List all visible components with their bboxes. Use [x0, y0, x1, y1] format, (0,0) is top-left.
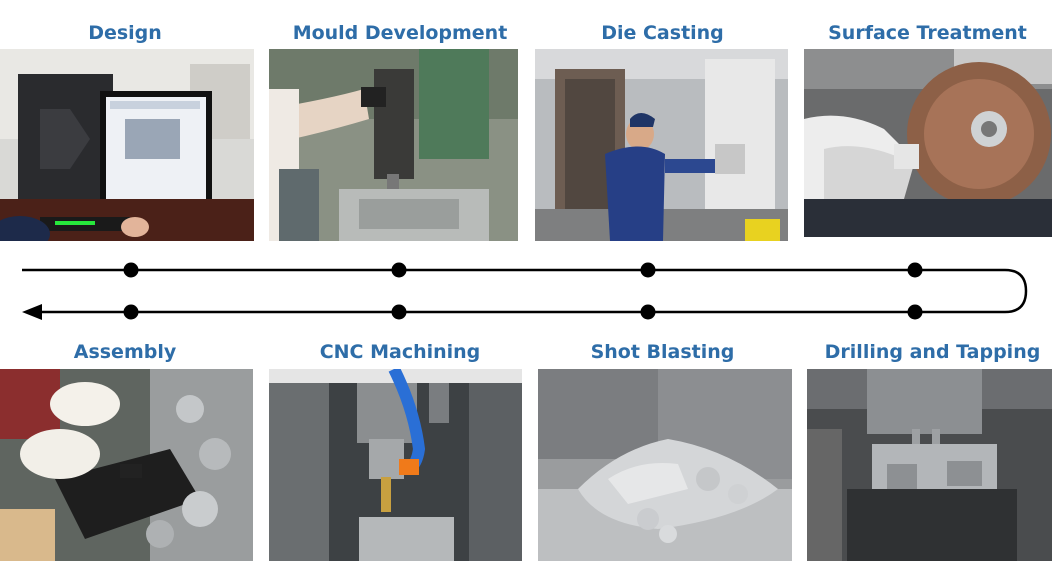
- shot-blasting-photo: [538, 369, 792, 561]
- design-photo: [0, 49, 254, 241]
- drilling-tapping-photo: [807, 369, 1052, 561]
- step-title-surface-treatment: Surface Treatment: [828, 22, 1027, 44]
- flow-node-drilling-tapping: [907, 304, 923, 320]
- flow-node-mould-development: [391, 262, 407, 278]
- step-title-cnc-machining: CNC Machining: [319, 341, 481, 363]
- mould-development-photo: [269, 49, 518, 241]
- flow-node-die-casting: [640, 262, 656, 278]
- flow-node-shot-blasting: [640, 304, 656, 320]
- step-title-shot-blasting: Shot Blasting: [590, 341, 735, 363]
- step-title-die-casting: Die Casting: [601, 22, 724, 44]
- cnc-machining-photo: [269, 369, 522, 561]
- flow-node-surface-treatment: [907, 262, 923, 278]
- step-title-assembly: Assembly: [73, 341, 177, 363]
- assembly-photo: [0, 369, 253, 561]
- step-title-drilling-tapping: Drilling and Tapping: [824, 341, 1041, 363]
- flow-arrowhead: [22, 304, 42, 320]
- surface-treatment-photo: [804, 49, 1052, 237]
- step-title-mould-development: Mould Development: [292, 22, 508, 44]
- flow-line-turn: [1004, 268, 1028, 314]
- flow-node-design: [123, 262, 139, 278]
- flow-node-cnc-machining: [391, 304, 407, 320]
- flow-node-assembly: [123, 304, 139, 320]
- step-title-design: Design: [88, 22, 162, 44]
- die-casting-photo: [535, 49, 788, 241]
